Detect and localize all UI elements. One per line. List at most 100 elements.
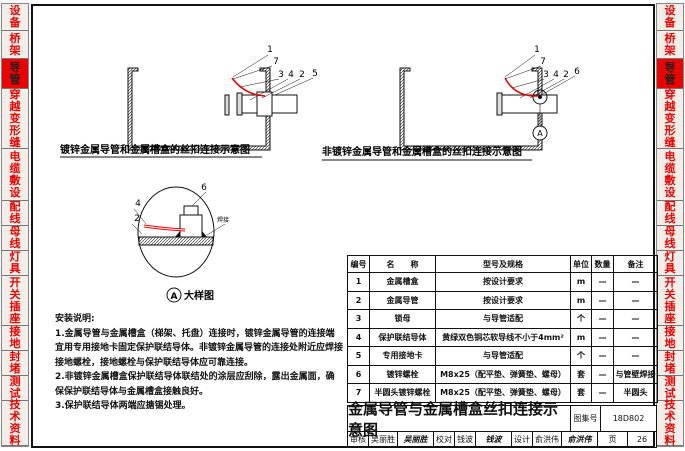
note-item: 3.保护联结导体两端应搪锡处理。 xyxy=(55,401,191,411)
atlas-number: 18D802 xyxy=(612,414,645,423)
right-category-sidebar: 设备桥架导管穿越变形缝电缆敷设配线母线灯具开关插座接地封堵测试技术资料 xyxy=(656,3,684,447)
table-cell: 数量 xyxy=(591,255,614,273)
table-cell: — xyxy=(591,364,614,384)
detail-caption: 大样图 xyxy=(184,289,214,302)
sidebar-item[interactable]: 开关插座 xyxy=(2,276,28,326)
detail-marker-label: A xyxy=(537,129,543,138)
table-cell: 6 xyxy=(347,364,370,384)
sidebar-item-label: 配线 xyxy=(9,200,21,225)
sidebar-item[interactable]: 配线 xyxy=(2,201,28,226)
sidebar-item[interactable]: 桥架 xyxy=(2,31,28,59)
table-cell: — xyxy=(613,309,658,329)
table-cell: 型号及规格 xyxy=(435,255,571,273)
table-cell: 4 xyxy=(347,327,370,347)
table-cell: — xyxy=(613,290,658,310)
sidebar-item[interactable]: 技术资料 xyxy=(2,399,28,447)
sidebar-item-label: 封堵 xyxy=(9,350,21,375)
sidebar-item-label: 穿越变形缝 xyxy=(9,87,21,149)
reviewer-name: 吴丽胜 xyxy=(369,432,398,447)
sidebar-item[interactable]: 电缆敷设 xyxy=(657,149,683,201)
sidebar-item-label: 封堵 xyxy=(664,350,676,375)
table-cell: — xyxy=(613,346,658,366)
table-cell: — xyxy=(591,327,614,347)
sidebar-item-label: 桥架 xyxy=(9,31,21,57)
sidebar-item-label: 桥架 xyxy=(664,31,676,57)
table-cell: 专用接地卡 xyxy=(369,346,436,366)
sidebar-item[interactable]: 测试 xyxy=(2,376,28,401)
table-cell: 备注 xyxy=(613,255,658,273)
table-cell: — xyxy=(591,346,614,366)
sidebar-item[interactable]: 接地 xyxy=(657,326,683,351)
sidebar-item[interactable]: 电缆敷设 xyxy=(2,149,28,201)
table-cell: m xyxy=(570,272,592,292)
callout-label: 1 xyxy=(267,45,273,55)
table-cell: 半圆头 xyxy=(613,383,658,403)
sidebar-item-label: 灯具 xyxy=(9,250,21,275)
sidebar-item[interactable]: 接地 xyxy=(2,326,28,351)
sidebar-item[interactable]: 桥架 xyxy=(657,31,683,59)
sidebar-item[interactable]: 穿越变形缝 xyxy=(2,87,28,149)
sidebar-item[interactable]: 穿越变形缝 xyxy=(657,88,683,149)
left-category-sidebar: 设备桥架导管穿越变形缝电缆敷设配线母线灯具开关插座接地封堵测试技术资料 xyxy=(1,3,29,447)
sidebar-item[interactable]: 母线 xyxy=(657,226,683,251)
review-label: 审核 xyxy=(348,432,369,447)
drawing-frame xyxy=(31,4,655,448)
table-cell: 镀锌螺栓 xyxy=(369,364,436,384)
sidebar-item-label: 开关插座 xyxy=(9,275,21,325)
sidebar-item[interactable]: 封堵 xyxy=(657,351,683,376)
callout-label: 5 xyxy=(312,69,318,79)
sidebar-item[interactable]: 技术资料 xyxy=(657,398,683,447)
table-cell: 黄绿双色铜芯软导线不小于4mm² xyxy=(435,327,571,347)
table-cell: 金属槽盒 xyxy=(369,272,436,292)
sidebar-item[interactable]: 灯具 xyxy=(2,251,28,276)
table-cell: 套 xyxy=(570,364,592,384)
sidebar-item[interactable]: 导管 xyxy=(2,59,28,89)
sidebar-item-label: 电缆敷设 xyxy=(664,149,676,199)
table-cell: — xyxy=(613,327,658,347)
table-header-row: 编号名 称型号及规格单位数量备注 xyxy=(347,255,658,273)
table-cell: 按设计要求 xyxy=(435,272,571,292)
sidebar-item-label: 导管 xyxy=(9,60,21,86)
sidebar-item[interactable]: 设备 xyxy=(657,4,683,31)
sidebar-item-label: 灯具 xyxy=(664,250,676,275)
table-cell: 单位 xyxy=(570,255,592,273)
callout-label: 7 xyxy=(540,57,546,67)
right-drawing-caption: 非镀锌金属导管和金属槽盒的丝扣连接示意图 xyxy=(322,145,522,158)
callout-label: 1 xyxy=(534,45,540,55)
table-cell: 与导管适配 xyxy=(435,346,571,366)
sidebar-item[interactable]: 开关插座 xyxy=(657,276,683,326)
table-cell: 5 xyxy=(347,346,370,366)
table-cell: 1 xyxy=(347,272,370,292)
table-cell: 与导管适配 xyxy=(435,309,571,329)
sidebar-item-label: 测试 xyxy=(9,375,21,400)
sidebar-item[interactable]: 测试 xyxy=(657,376,683,401)
sidebar-item[interactable]: 配线 xyxy=(657,201,683,226)
page-number: 26 xyxy=(636,435,648,444)
drawing-title: 金属导管与金属槽盒丝扣连接示意图 xyxy=(348,400,571,439)
check-label: 校对 xyxy=(434,432,455,447)
checker-name: 钱波 xyxy=(455,432,476,447)
table-cell: 名 称 xyxy=(369,255,436,273)
table-cell: — xyxy=(591,309,614,329)
sidebar-item[interactable]: 导管 xyxy=(657,59,683,89)
sidebar-item[interactable]: 封堵 xyxy=(2,351,28,376)
page-label: 页 xyxy=(598,432,628,447)
checker-signature: 钱波 xyxy=(476,432,512,447)
sidebar-item-label: 接地 xyxy=(664,325,676,350)
design-label: 设计 xyxy=(512,432,533,447)
sidebar-item[interactable]: 灯具 xyxy=(657,251,683,276)
sidebar-item-label: 技术资料 xyxy=(664,398,676,447)
sidebar-item[interactable]: 设备 xyxy=(2,4,28,31)
sidebar-item[interactable]: 母线 xyxy=(2,226,28,251)
callout-label: 4 xyxy=(553,70,559,80)
sidebar-item-label: 导管 xyxy=(664,60,676,86)
table-cell: 个 xyxy=(570,346,592,366)
